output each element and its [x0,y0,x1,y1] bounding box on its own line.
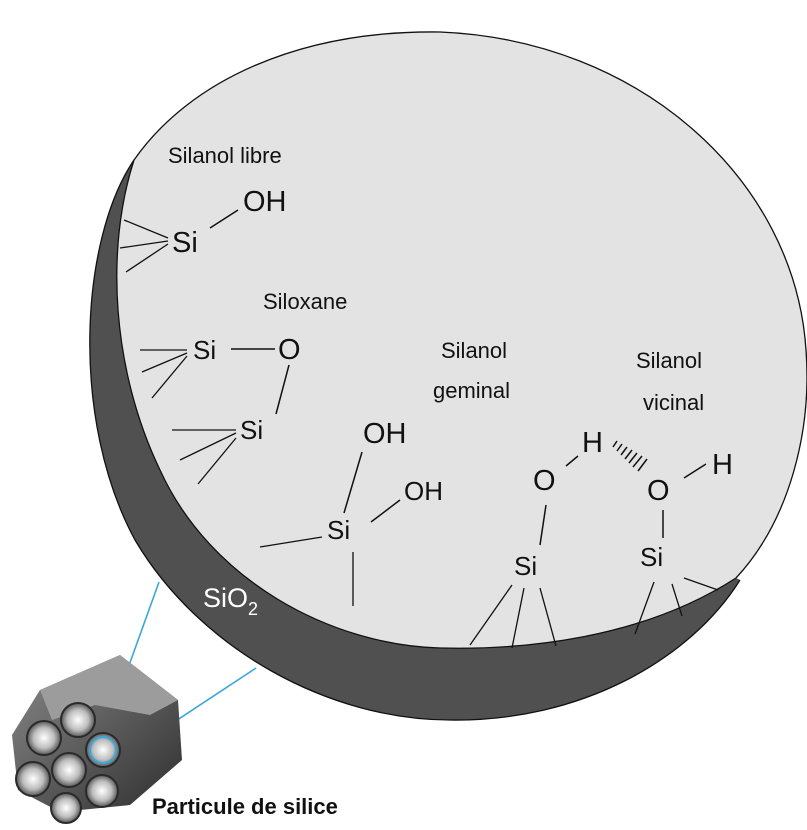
atom-si-siloxane-bottom: Si [240,415,263,445]
atoms: Si OH Si O Si OH OH Si O H Si O H Si [172,186,733,581]
particle-caption: Particule de silice [152,794,338,819]
sio2-subscript: 2 [248,599,258,619]
pore-tube-highlighted [85,732,121,768]
atom-si-vicinal-right: Si [640,542,663,572]
atom-o-vicinal-left: O [533,465,556,497]
atom-oh-geminal-right: OH [404,476,443,506]
label-silanol-vicinal-line2: vicinal [643,390,704,415]
atom-si-vicinal-left: Si [514,551,537,581]
atom-si-geminal: Si [327,515,350,545]
molecular-bonds [209,209,707,546]
sio2-label: SiO2 [203,583,258,619]
hydrogen-bond [612,440,648,472]
label-silanol-vicinal-line1: Silanol [636,348,702,373]
pore-tube [50,792,82,824]
label-silanol-libre: Silanol libre [168,143,282,168]
group-labels: Silanol libre Siloxane Silanol geminal S… [168,143,704,415]
atom-h-vicinal-right: H [712,449,733,481]
atom-h-vicinal-left: H [582,427,603,459]
label-silanol-geminal-line2: geminal [433,378,510,403]
atom-oh-geminal-top: OH [363,418,407,450]
pore-tube [60,702,96,738]
pore-magnified [89,31,807,721]
atom-o-vicinal-right: O [647,475,670,507]
pore-tube [51,752,87,788]
atom-oh-libre: OH [243,186,287,218]
zoom-marker-circle [89,736,117,764]
pore-interior [116,31,807,649]
atom-o-siloxane: O [278,334,301,366]
label-silanol-geminal-line1: Silanol [441,338,507,363]
label-siloxane: Siloxane [263,289,347,314]
pore-tube [15,761,51,797]
surface-bonds [119,219,719,649]
pore-tube [85,774,119,808]
atom-si-siloxane-top: Si [193,335,216,365]
pore-outer-rim [89,159,741,721]
silica-particle-icon [12,655,182,824]
atom-si-libre: Si [172,227,198,259]
pore-tube [26,720,62,756]
